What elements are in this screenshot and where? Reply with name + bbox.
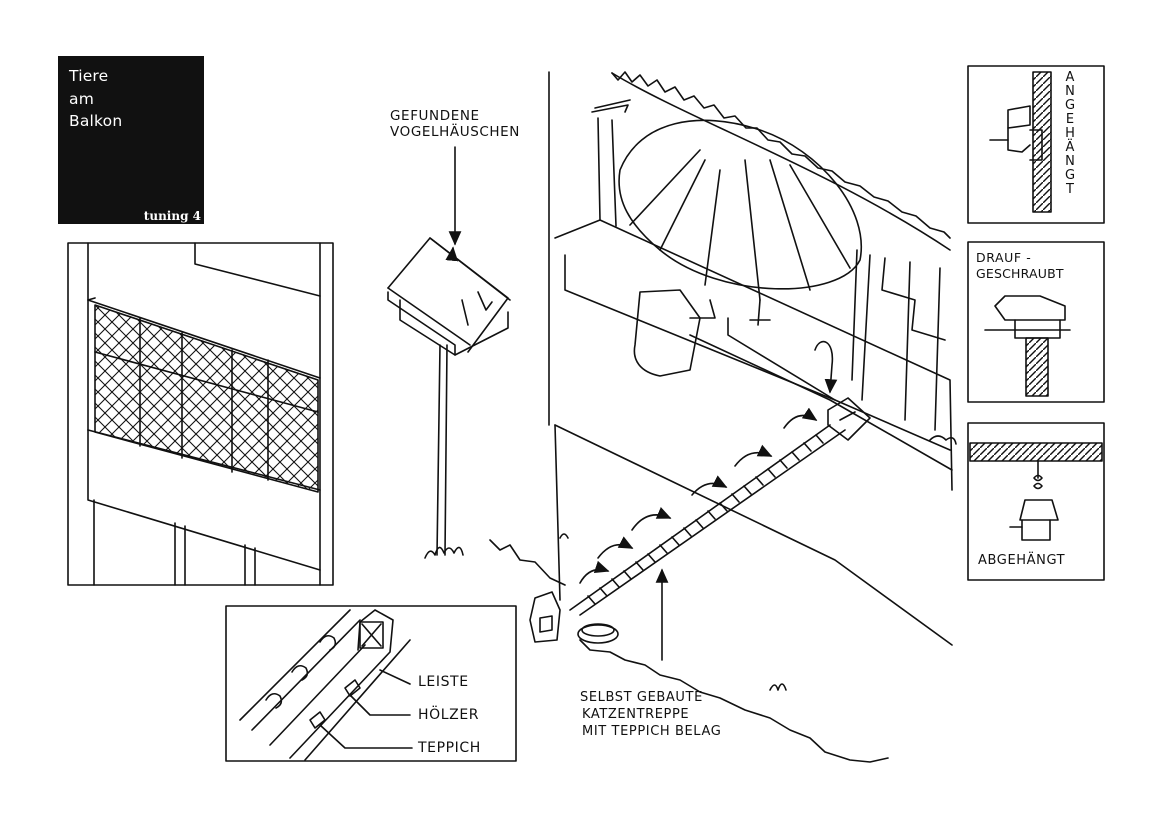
series-label: tuning 4: [143, 209, 201, 223]
building-illustration: [548, 71, 957, 646]
ramp-label-line2: KATZENTREPPE: [582, 707, 690, 722]
ramp-label-line3: MIT TEPPICH BELAG: [582, 724, 722, 739]
mount-label-screwed-line2: GESCHRAUBT: [976, 266, 1064, 281]
detail-label-leiste: LEISTE: [418, 674, 469, 690]
ramp-detail-panel: [225, 605, 517, 762]
detail-label-hoelzer: HÖLZER: [418, 707, 480, 723]
ramp-label-line1: SELBST GEBAUTE: [580, 690, 703, 705]
mount-label-suspended: ABGEHÄNGT: [978, 553, 1066, 568]
birdhouse-label-line2: VOGELHÄUSCHEN: [390, 124, 520, 140]
balcony-net-panel: [67, 242, 334, 586]
mount-panel-hung: [967, 65, 1105, 224]
detail-label-teppich: TEPPICH: [418, 740, 481, 756]
birdhouse-illustration: [387, 237, 511, 559]
mount-label-hung: ANGEHÄNGT: [1064, 70, 1076, 197]
birdhouse-label-line1: GEFUNDENE: [390, 108, 480, 124]
cat-ramp-illustration: [489, 407, 889, 763]
page-title: Tiere am Balkon: [69, 67, 123, 130]
mount-label-screwed-line1: DRAUF -: [976, 250, 1032, 265]
title-box: Tiere am Balkon tuning 4: [58, 56, 204, 224]
mount-panel-screwed: [967, 241, 1105, 403]
mount-panel-suspended: [967, 422, 1105, 581]
